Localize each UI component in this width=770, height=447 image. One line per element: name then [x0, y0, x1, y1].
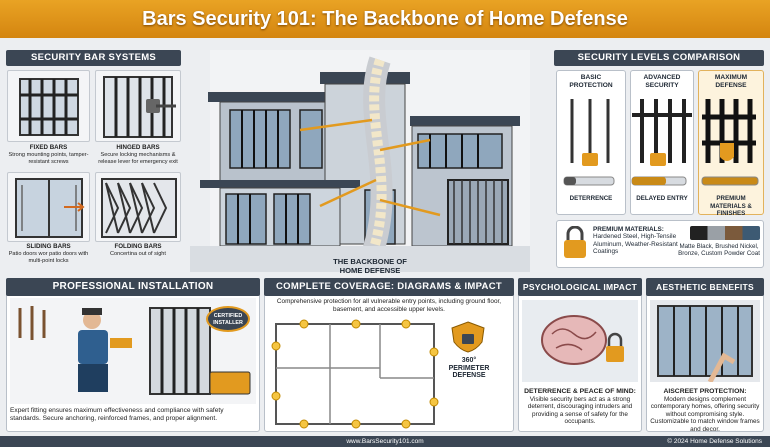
hinged-bars-name: HINGED BARS — [116, 144, 160, 151]
footer-copyright: © 2024 Home Defense Solutions — [667, 438, 762, 445]
level-basic-name: BASIC PROTECTION — [569, 74, 613, 89]
folding-bars-name: FOLDING BARS — [114, 243, 162, 250]
aesthetic-title: AISCREET PROTECTION: — [663, 388, 747, 395]
folding-bars-image — [95, 172, 181, 242]
materials-title: PREMIUM MATERIALS: — [593, 226, 664, 233]
aesthetic-body: Modern designs complement contemporary h… — [650, 395, 760, 433]
padlock-icon — [564, 226, 586, 258]
level-maximum-result: PREMIUM MATERIALS & FINISHES — [710, 195, 752, 218]
sliding-bars-image — [7, 172, 90, 242]
level-advanced-name: ADVANCED SECURITY — [643, 74, 681, 89]
hinged-bars-image — [95, 70, 181, 142]
footer: www.BarsSecurity101.com © 2024 Home Defe… — [0, 436, 770, 447]
certified-installer-badge: CERTIFIED INSTALLER — [206, 306, 250, 332]
page-title: Bars Security 101: The Backbone of Home … — [0, 0, 770, 38]
installation-text: Expert fitting ensures maximum effective… — [10, 407, 224, 422]
finishes-text: Matte Black, Brushed Nickel, Bronze, Cus… — [678, 243, 760, 258]
premium-materials-text: PREMIUM MATERIALS:Hardened Steel, High-T… — [593, 226, 689, 256]
coverage-text: Comprehensive protection for all vulnera… — [276, 298, 502, 313]
shield-lock-icon — [451, 321, 485, 353]
hinged-bars-desc: Secure locking mechanisms & release leve… — [98, 152, 178, 165]
footer-site[interactable]: www.BarsSecurity101.com — [346, 438, 424, 445]
security-levels-header: SECURITY LEVELS COMPARISON — [554, 50, 764, 66]
house-illustration — [190, 50, 530, 272]
coverage-header: COMPLETE COVERAGE: DIAGRAMS & IMPACT — [264, 278, 514, 296]
sliding-bars-name: SLIDING BARS — [26, 243, 71, 250]
installation-header: PROFESSIONAL INSTALLATION — [6, 278, 260, 296]
brain-illustration — [522, 300, 638, 382]
security-level-bars-icon — [563, 99, 759, 186]
backbone-label: THE BACKBONE OF HOME DEFENSE — [333, 257, 407, 275]
psych-header: PSYCHOLOGICAL IMPACT — [518, 278, 642, 296]
psych-body: Visible security bers act as a strong de… — [527, 395, 633, 426]
aesthetic-header: AESTHETIC BENEFITS — [646, 278, 764, 296]
fixed-bars-image — [7, 70, 90, 142]
finish-swatches — [690, 226, 760, 240]
level-basic-result: DETERRENCE — [569, 195, 613, 202]
security-bar-systems-header: SECURITY BAR SYSTEMS — [6, 50, 181, 66]
psych-title: DETERRENCE & PEACE OF MIND: — [524, 388, 636, 395]
folding-bars-icon — [101, 178, 177, 238]
installer-illustration — [10, 298, 256, 404]
psych-text: DETERRENCE & PEACE OF MIND:Visible secur… — [522, 388, 638, 426]
floor-plan-diagram — [271, 319, 439, 429]
fixed-bars-icon — [19, 78, 79, 136]
hinged-bars-icon — [103, 76, 176, 138]
sliding-bars-desc: Patio doors wor patio doors with multi-p… — [8, 251, 89, 264]
aesthetic-text: AISCREET PROTECTION:Modern designs compl… — [650, 388, 760, 434]
materials-list: Hardened Steel, High-Tensile Aluminum, W… — [593, 233, 678, 256]
perimeter-defense-badge: 360° PERIMETER DEFENSE — [448, 357, 490, 380]
level-advanced-result: DELAYED ENTRY — [636, 195, 688, 202]
sliding-bars-icon — [15, 178, 85, 238]
fixed-bars-name: FIXED BARS — [29, 144, 68, 151]
decorative-window-illustration — [650, 300, 760, 382]
level-maximum-name: MAXIMUM DEFENSE — [714, 74, 748, 89]
fixed-bars-desc: Strong mounting points, tamper-resistant… — [8, 152, 89, 165]
folding-bars-desc: Concertina out of sight — [110, 251, 166, 257]
